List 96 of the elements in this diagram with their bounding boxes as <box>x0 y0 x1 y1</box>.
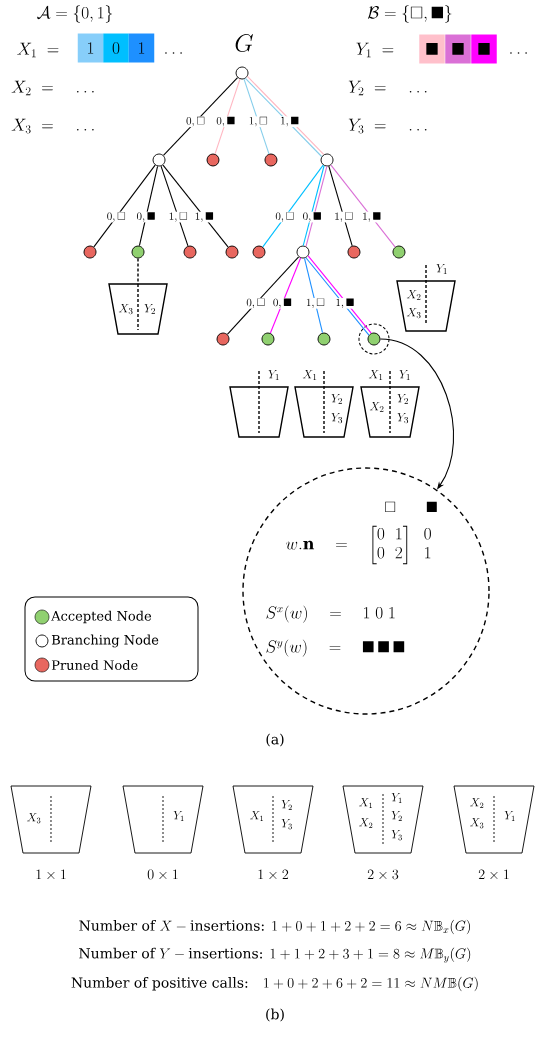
bucket: $X_1$ $Y_2$ $Y_3$ <box>232 785 314 854</box>
bucket: $X_1$ $Y_1$ $X_2$ $Y_2$ $Y_3$ <box>360 370 420 438</box>
edge-label: $1,\square$ <box>168 211 189 223</box>
edge-label: $0,\blacksquare$ <box>302 211 323 223</box>
tree-node <box>296 245 310 259</box>
tree-edge <box>138 165 159 247</box>
node-label: $Y_1$ <box>436 264 447 275</box>
size-label: $2\times 3$ <box>367 869 399 880</box>
tree-node <box>252 245 266 259</box>
formula: $X_2\; =\quad\dots$ <box>11 80 94 96</box>
formula: $Y_1\; =$ <box>356 42 394 58</box>
formula: $Y_2\; =\quad\dots$ <box>348 80 427 96</box>
sequence-cell: $0$ <box>103 33 129 63</box>
formula: $Y_3\; =\quad\dots$ <box>348 118 427 134</box>
panel-caption: (a) <box>266 733 284 747</box>
tree-edge <box>303 257 324 334</box>
edge-label: $0,\square$ <box>185 116 206 128</box>
tree-node <box>367 332 381 346</box>
bucket: $Y_1$ $X_2$ $X_3$ <box>396 264 456 332</box>
bucket: $X_1$ $Y_2$ $Y_3$ <box>294 370 354 438</box>
edge-label: $1,\blacksquare$ <box>279 116 300 128</box>
bucket: $X_3$ <box>10 785 92 854</box>
node-label: $X_1$ <box>359 798 373 809</box>
tree-edge <box>328 165 353 247</box>
tree-edge <box>160 165 189 247</box>
tree-edge <box>214 78 241 155</box>
tree-node <box>183 245 197 259</box>
formula: $X_1\; =$ <box>17 42 59 58</box>
node-label: $G$ <box>235 34 253 52</box>
tree-node <box>152 153 166 167</box>
formula: $\text{Number of positive calls:}\quad 1+0+2+6+2=11\approx NM\mathbb{B}(G)$ <box>71 976 478 992</box>
tree-node <box>225 245 239 259</box>
edge-label: $1,\blacksquare$ <box>194 211 215 223</box>
edge-label: $1,\blacksquare$ <box>361 211 382 223</box>
tree-edge <box>162 77 239 156</box>
edge-label: $0,\square$ <box>106 211 127 223</box>
formula: $\text{Number of }Y-\text{insertions: }1+1+2+3+1=8\approx M\mathbb{B}_y(G)$ <box>79 947 471 963</box>
tree-node <box>131 245 145 259</box>
legend-text: Branching Node <box>51 634 159 648</box>
tree-edge <box>243 78 270 155</box>
tree-edge <box>162 164 229 248</box>
edge-label: $1,\square$ <box>305 297 326 309</box>
tree-node <box>347 245 361 259</box>
tree-node <box>83 245 97 259</box>
dashed-line <box>137 257 139 285</box>
size-label: $1\times 2$ <box>258 869 289 880</box>
sequence-cell: $\blacksquare$ <box>445 34 471 64</box>
formula: $\text{Number of }X-\text{insertions: }1+0+1+2+2=6\approx N\mathbb{B}_x(G)$ <box>79 919 470 935</box>
tree-node <box>261 332 275 346</box>
edge-label: $1,\square$ <box>333 211 354 223</box>
legend-text: Accepted Node <box>51 610 152 624</box>
node-label: $Y_3$ <box>391 830 402 841</box>
tree-node <box>216 332 230 346</box>
tree-node <box>317 332 331 346</box>
legend-text: Pruned Node <box>51 659 138 671</box>
node-label: $Y_1$ <box>268 370 279 381</box>
edge-label: $0,\square$ <box>274 211 295 223</box>
tree-node <box>264 153 278 167</box>
sequence-cell: $\blacksquare$ <box>419 34 445 64</box>
tree-edge <box>226 256 300 335</box>
sequence-cell: $1$ <box>77 33 104 63</box>
tree-edge <box>269 257 302 334</box>
bucket: $Y_1$ <box>122 785 204 854</box>
tree-edge <box>330 164 396 248</box>
bucket: $Y_1$ <box>229 370 289 438</box>
size-label: $2\times 1$ <box>478 869 509 880</box>
edge-label: $1,\square$ <box>248 116 269 128</box>
bucket: $X_2$ $Y_1$ $X_3$ <box>453 785 535 854</box>
panel-caption: (b) <box>266 1008 284 1022</box>
formula: $\mathcal{B} = \{\square,\blacksquare\}$ <box>367 5 452 23</box>
formula: $\dots$ <box>165 52 182 54</box>
formula: $X_3\; =\quad\dots$ <box>11 118 94 134</box>
edge-label: $0,\blacksquare$ <box>215 116 236 128</box>
sequence-cell: $1$ <box>128 33 155 63</box>
edge-label: $1,\blacksquare$ <box>334 297 355 309</box>
node-label: $X_2$ <box>359 818 373 829</box>
tree-node <box>206 153 220 167</box>
node-label: $X_1$ <box>368 370 383 381</box>
size-label: $0\times 1$ <box>147 869 178 880</box>
tree-node <box>320 153 334 167</box>
edge-label: $0,\blacksquare$ <box>272 297 293 309</box>
tree-edge <box>262 164 324 248</box>
sequence-cell: $\blacksquare$ <box>471 34 497 64</box>
node-label: $Y_1$ <box>399 370 410 381</box>
tree-edge <box>93 164 156 248</box>
tree-node <box>392 245 406 259</box>
size-label: $1\times 1$ <box>36 869 66 880</box>
formula: $\mathcal{A} = \{0,1\}$ <box>37 5 112 23</box>
node-label: $Y_1$ <box>391 793 402 804</box>
edge-label: $0,\blacksquare$ <box>135 211 157 223</box>
node-label: $X_1$ <box>302 370 317 381</box>
node-label: $Y_2$ <box>391 811 402 822</box>
bucket: $X_1$ $Y_1$ $X_2$ $Y_2$ $Y_3$ <box>342 785 424 854</box>
formula: $\dots$ <box>510 52 527 54</box>
edge-label: $0,\square$ <box>245 297 266 309</box>
bucket: $X_3$ $Y_2$ <box>108 283 168 335</box>
